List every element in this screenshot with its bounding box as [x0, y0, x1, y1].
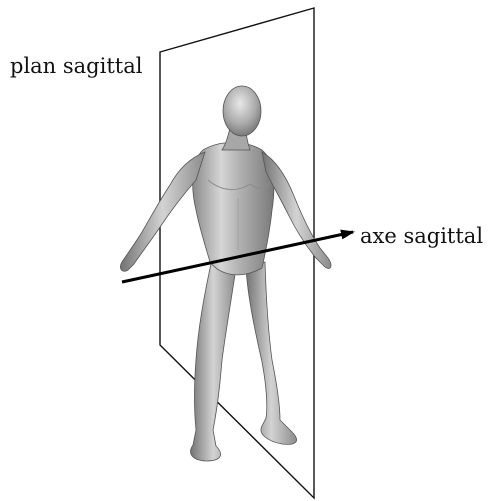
plan-sagittal-label: plan sagittal [10, 56, 142, 77]
human-body-figure [120, 86, 331, 461]
axe-sagittal-label: axe sagittal [360, 226, 483, 247]
